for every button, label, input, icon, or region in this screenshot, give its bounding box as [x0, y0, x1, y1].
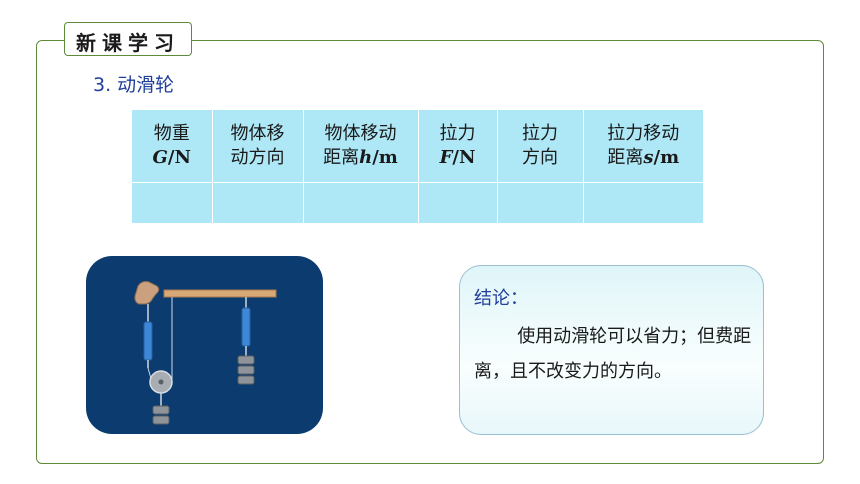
conclusion-text: 使用动滑轮可以省力；但费距离，且不改变力的方向。 — [474, 326, 752, 382]
header-text: 物体移动 — [324, 123, 397, 144]
header-text: 距离 — [607, 147, 644, 168]
table-cell — [497, 182, 584, 224]
content-frame — [36, 40, 824, 464]
table-data-row — [132, 182, 703, 224]
header-text: 拉力 — [522, 123, 558, 144]
header-pull-force: 拉力 F/N — [418, 110, 498, 183]
header-pull-direction: 拉力 方向 — [497, 110, 584, 183]
unit: /m — [372, 147, 398, 168]
unit: /m — [653, 147, 680, 168]
spring-scale-left — [143, 321, 153, 361]
section-tag: 新课学习 — [64, 22, 192, 56]
header-pull-distance: 拉力移动 距离s/m — [583, 110, 703, 183]
symbol-s: s — [643, 147, 654, 168]
header-text: 拉力移动 — [607, 123, 680, 144]
experiment-table: 物重 G/N 物体移 动方向 物体移动 距离h/m 拉力 F/N 拉力 方向 拉… — [132, 110, 703, 224]
weight — [237, 365, 255, 375]
conclusion-title: 结论： — [474, 288, 528, 309]
pulley-illustration — [134, 281, 277, 425]
symbol-h: h — [359, 147, 373, 168]
header-text: 动方向 — [230, 147, 285, 168]
table-cell — [132, 182, 213, 224]
header-object-direction: 物体移 动方向 — [212, 110, 304, 183]
spring-scale-right — [241, 307, 251, 347]
table-cell — [418, 182, 498, 224]
lesson-subtitle: 3. 动滑轮 — [93, 74, 175, 96]
table-cell — [303, 182, 419, 224]
header-text: 拉力 — [439, 123, 476, 144]
weight — [152, 405, 170, 415]
unit: /N — [452, 147, 476, 168]
unit: /N — [167, 147, 191, 168]
weight — [237, 355, 255, 365]
table-header-row: 物重 G/N 物体移 动方向 物体移动 距离h/m 拉力 F/N 拉力 方向 拉… — [132, 110, 703, 183]
symbol-f: F — [439, 147, 453, 168]
weight — [152, 415, 170, 425]
table-cell — [212, 182, 304, 224]
pulley-experiment-image — [86, 256, 323, 434]
header-object-distance: 物体移动 距离h/m — [303, 110, 419, 183]
conclusion-box: 结论： 使用动滑轮可以省力；但费距离，且不改变力的方向。 — [459, 265, 764, 435]
weight — [237, 375, 255, 385]
header-text: 方向 — [522, 147, 558, 168]
header-text: 物体移 — [230, 123, 285, 144]
header-text: 距离 — [323, 147, 360, 168]
header-weight: 物重 G/N — [132, 110, 213, 183]
symbol-g: G — [152, 147, 168, 168]
section-tag-label: 新课学习 — [76, 31, 180, 55]
hand — [134, 281, 160, 305]
table-cell — [583, 182, 703, 224]
header-text: 物重 — [153, 123, 190, 144]
support-beam — [163, 289, 277, 298]
